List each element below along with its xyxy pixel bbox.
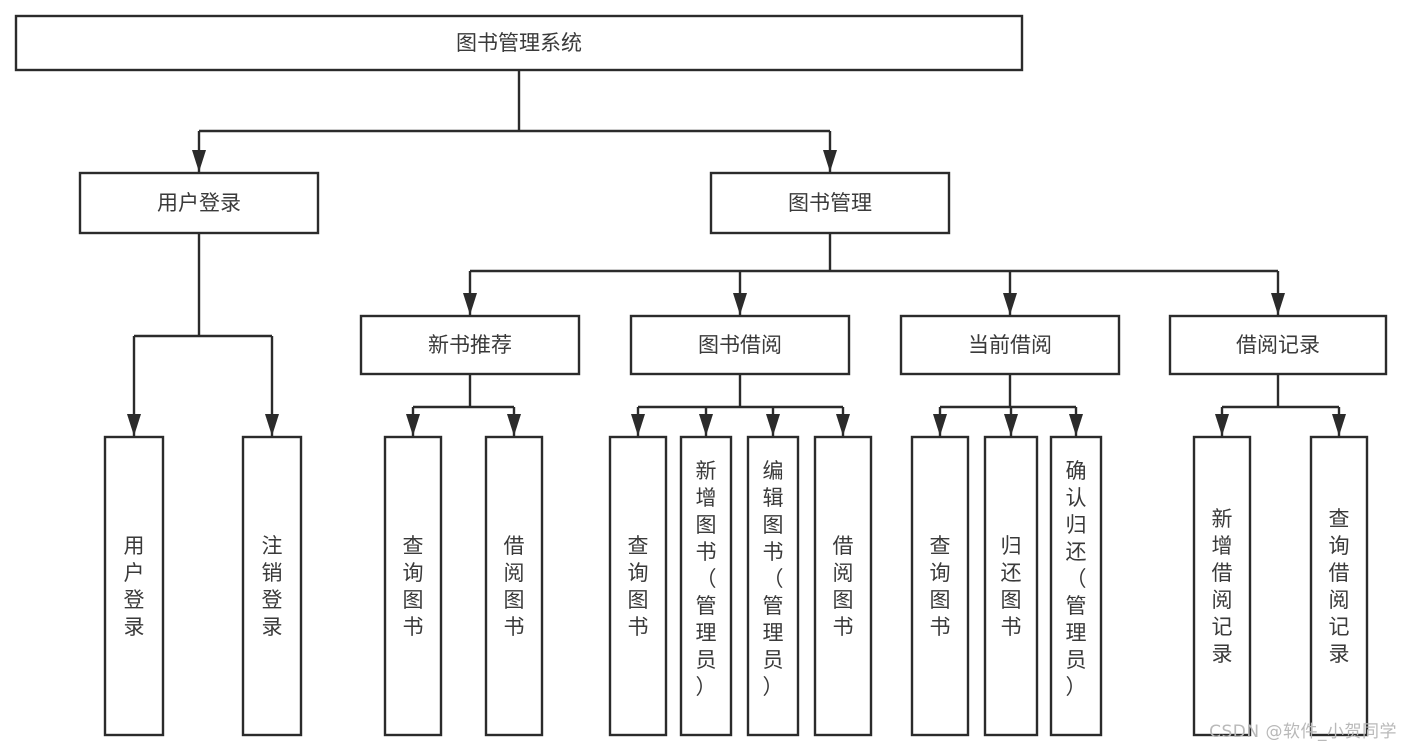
node-label-current-borrow: 当前借阅	[968, 333, 1052, 357]
node-box-leaf-return-book	[983, 435, 1039, 737]
node-label-leaf-confirm-return: 确认归还（管理员）	[1066, 459, 1087, 699]
node-label-leaf-user-login: 用户登录	[124, 534, 145, 639]
node-box-leaf-query-record	[1309, 435, 1369, 737]
node-new-book-recommend[interactable]: 新书推荐	[359, 314, 581, 376]
node-box-leaf-query-book-3	[910, 435, 970, 737]
node-box-borrow-record	[1168, 314, 1388, 376]
node-leaf-query-book-2[interactable]: 查询图书	[608, 435, 668, 737]
node-label-leaf-add-record: 新增借阅记录	[1212, 507, 1233, 666]
node-label-leaf-borrow-book-1: 借阅图书	[504, 534, 525, 639]
node-box-root	[14, 14, 1024, 72]
node-box-leaf-add-book	[679, 435, 733, 737]
node-box-leaf-logout	[241, 435, 303, 737]
node-box-current-borrow	[899, 314, 1121, 376]
node-label-leaf-query-book-1: 查询图书	[403, 534, 424, 639]
watermark-label: CSDN @软件_小贺同学	[1209, 722, 1397, 742]
node-leaf-add-record[interactable]: 新增借阅记录	[1192, 435, 1252, 737]
node-label-leaf-query-book-3: 查询图书	[930, 534, 951, 639]
node-leaf-add-book[interactable]: 新增图书（管理员）	[679, 435, 733, 737]
node-label-leaf-query-record: 查询借阅记录	[1329, 507, 1350, 666]
node-leaf-query-book-1[interactable]: 查询图书	[383, 435, 443, 737]
node-leaf-borrow-book-2[interactable]: 借阅图书	[813, 435, 873, 737]
node-label-book-borrow: 图书借阅	[698, 333, 782, 357]
node-leaf-user-login[interactable]: 用户登录	[103, 435, 165, 737]
node-box-leaf-query-book-2	[608, 435, 668, 737]
node-label-leaf-query-book-2: 查询图书	[628, 534, 649, 639]
node-leaf-confirm-return[interactable]: 确认归还（管理员）	[1049, 435, 1103, 737]
node-box-leaf-borrow-book-1	[484, 435, 544, 737]
node-box-leaf-confirm-return	[1049, 435, 1103, 737]
node-book-manage[interactable]: 图书管理	[709, 171, 951, 235]
node-box-leaf-user-login	[103, 435, 165, 737]
node-root[interactable]: 图书管理系统	[14, 14, 1024, 72]
node-box-leaf-query-book-1	[383, 435, 443, 737]
node-box-book-manage	[709, 171, 951, 235]
node-borrow-record[interactable]: 借阅记录	[1168, 314, 1388, 376]
nodes-layer: 图书管理系统用户登录图书管理新书推荐图书借阅当前借阅借阅记录用户登录注销登录查询…	[14, 14, 1388, 737]
node-box-user-login	[78, 171, 320, 235]
node-label-leaf-logout: 注销登录	[262, 534, 283, 639]
node-leaf-query-record[interactable]: 查询借阅记录	[1309, 435, 1369, 737]
node-leaf-borrow-book-1[interactable]: 借阅图书	[484, 435, 544, 737]
node-leaf-edit-book[interactable]: 编辑图书（管理员）	[746, 435, 800, 737]
node-label-leaf-add-book: 新增图书（管理员）	[696, 459, 717, 699]
node-label-leaf-borrow-book-2: 借阅图书	[833, 534, 854, 639]
connectors-layer	[127, 70, 1346, 436]
node-label-leaf-edit-book: 编辑图书（管理员）	[763, 459, 784, 699]
node-leaf-query-book-3[interactable]: 查询图书	[910, 435, 970, 737]
node-box-leaf-add-record	[1192, 435, 1252, 737]
node-label-new-book-recommend: 新书推荐	[428, 333, 512, 357]
node-label-leaf-return-book: 归还图书	[1001, 534, 1022, 639]
node-box-book-borrow	[629, 314, 851, 376]
node-box-leaf-borrow-book-2	[813, 435, 873, 737]
node-current-borrow[interactable]: 当前借阅	[899, 314, 1121, 376]
node-label-root: 图书管理系统	[456, 31, 582, 55]
node-label-user-login: 用户登录	[157, 191, 241, 215]
node-book-borrow[interactable]: 图书借阅	[629, 314, 851, 376]
node-user-login[interactable]: 用户登录	[78, 171, 320, 235]
node-leaf-return-book[interactable]: 归还图书	[983, 435, 1039, 737]
node-label-book-manage: 图书管理	[788, 191, 872, 215]
node-label-borrow-record: 借阅记录	[1236, 333, 1320, 357]
node-leaf-logout[interactable]: 注销登录	[241, 435, 303, 737]
node-box-new-book-recommend	[359, 314, 581, 376]
node-box-leaf-edit-book	[746, 435, 800, 737]
